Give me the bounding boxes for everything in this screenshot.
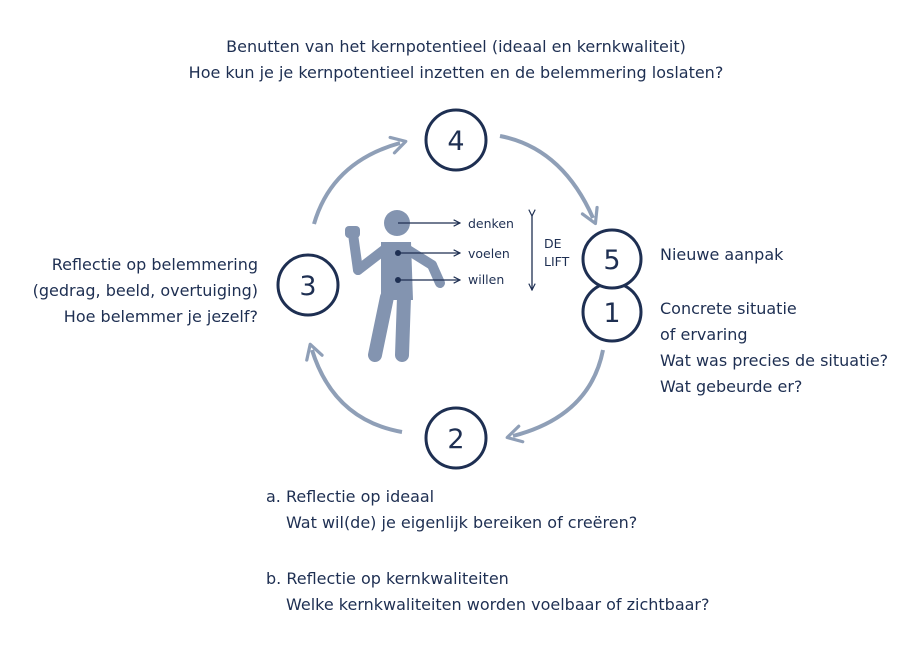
- step-1-title-cont: of ervaring: [660, 325, 748, 344]
- label-voelen: voelen: [468, 246, 510, 261]
- lift-label-line1: DE: [544, 236, 562, 251]
- step-1-question-2: Wat gebeurde er?: [660, 377, 803, 396]
- step-number-2: 2: [447, 424, 464, 455]
- lift-label-line2: LIFT: [544, 254, 570, 269]
- step-circle-5: 5: [581, 228, 643, 290]
- step-circle-3: 3: [276, 253, 340, 317]
- step-circle-2: 2: [424, 406, 488, 470]
- label-willen: willen: [468, 272, 505, 287]
- step-2b-question: Welke kernkwaliteiten worden voelbaar of…: [286, 595, 710, 614]
- step-3-title: Reflectie op belemmering: [51, 255, 258, 274]
- step-3-subtitle: (gedrag, beeld, overtuiging): [32, 281, 258, 300]
- step-circle-1: 1: [581, 281, 643, 343]
- step-4-title: Benutten van het kernpotentieel (ideaal …: [226, 37, 686, 56]
- step-4-question: Hoe kun je je kernpotentieel inzetten en…: [188, 63, 724, 82]
- step-circle-4: 4: [424, 108, 488, 172]
- step-5-title: Nieuwe aanpak: [660, 245, 784, 264]
- step-2a-title: a. Reflectie op ideaal: [266, 487, 435, 506]
- label-denken: denken: [468, 216, 514, 231]
- step-number-3: 3: [299, 271, 316, 302]
- person-figure-icon: [345, 210, 445, 362]
- cycle-arrow-2-to-3: [305, 342, 403, 434]
- step-1-title: Concrete situatie: [660, 299, 797, 318]
- step-2b-title: b. Reflectie op kernkwaliteiten: [266, 569, 509, 588]
- step-1-question-1: Wat was precies de situatie?: [660, 351, 889, 370]
- step-number-5: 5: [603, 245, 620, 276]
- cycle-arrow-4-to-5: [499, 134, 599, 226]
- step-2a-question: Wat wil(de) je eigenlijk bereiken of cre…: [286, 513, 638, 532]
- step-number-1: 1: [603, 298, 620, 329]
- cycle-arrow-3-to-4: [312, 135, 408, 225]
- step-number-4: 4: [447, 126, 464, 157]
- step-3-question: Hoe belemmer je jezelf?: [63, 307, 258, 326]
- cycle-arrow-1-to-2: [505, 349, 605, 444]
